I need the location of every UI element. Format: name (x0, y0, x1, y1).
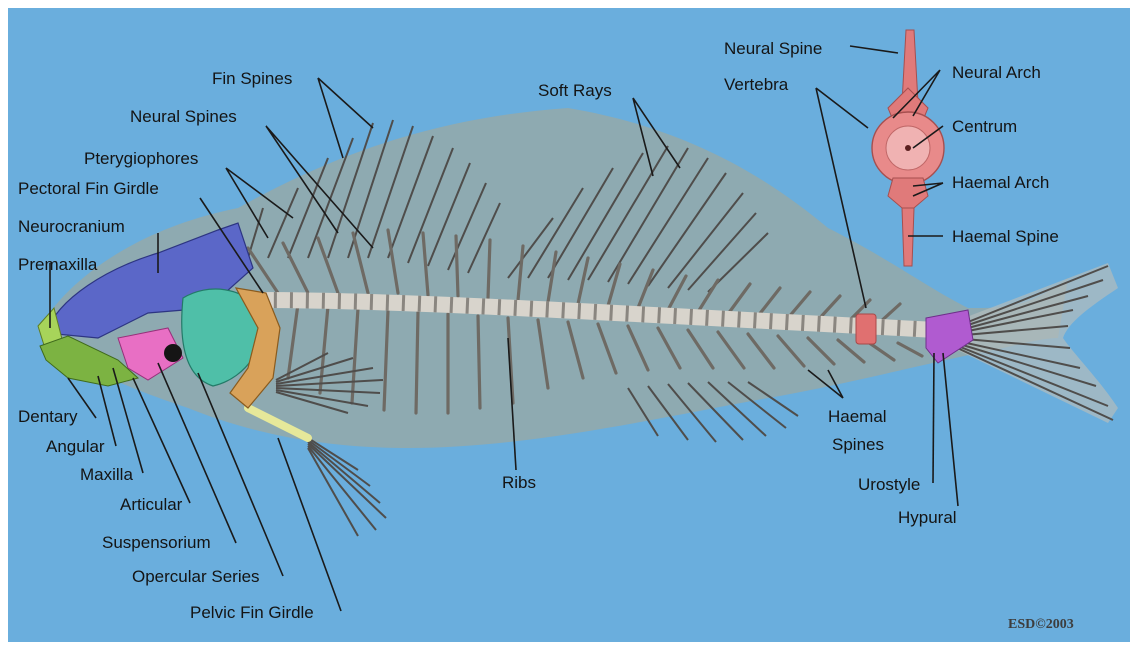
label-pterygiophores: Pterygiophores (84, 149, 198, 168)
label-suspensorium: Suspensorium (102, 533, 211, 552)
label-fin-spines: Fin Spines (212, 69, 292, 88)
label-dentary: Dentary (18, 407, 78, 426)
inset-label-haemal-spine: Haemal Spine (952, 227, 1059, 246)
label-pectoral-fin-girdle: Pectoral Fin Girdle (18, 179, 159, 198)
label-pelvic-fin-girdle: Pelvic Fin Girdle (190, 603, 314, 622)
label-angular: Angular (46, 437, 105, 456)
inset-centrum-core (905, 145, 911, 151)
copyright-text: ESD©2003 (1008, 617, 1074, 632)
label-haemal-spines-line2: Spines (832, 435, 884, 454)
fish-skeleton-diagram: Fin Spines Neural Spines Pterygiophores … (8, 8, 1130, 642)
label-ribs: Ribs (502, 473, 536, 492)
label-neurocranium: Neurocranium (18, 217, 125, 236)
highlighted-vertebra (856, 314, 876, 344)
label-haemal-spines-line1: Haemal (828, 407, 887, 426)
diagram-panel: Fin Spines Neural Spines Pterygiophores … (8, 8, 1130, 642)
eye-socket (164, 344, 182, 362)
inset-label-neural-spine: Neural Spine (724, 39, 822, 58)
label-premaxilla: Premaxilla (18, 255, 98, 274)
label-hypural: Hypural (898, 508, 957, 527)
inset-label-haemal-arch: Haemal Arch (952, 173, 1049, 192)
label-maxilla: Maxilla (80, 465, 133, 484)
label-urostyle: Urostyle (858, 475, 920, 494)
inset-haemal-spine (902, 208, 914, 266)
label-articular: Articular (120, 495, 183, 514)
label-vertebra: Vertebra (724, 75, 789, 94)
label-soft-rays: Soft Rays (538, 81, 612, 100)
label-neural-spines: Neural Spines (130, 107, 237, 126)
label-opercular-series: Opercular Series (132, 567, 260, 586)
inset-label-neural-arch: Neural Arch (952, 63, 1041, 82)
inset-label-centrum: Centrum (952, 117, 1017, 136)
